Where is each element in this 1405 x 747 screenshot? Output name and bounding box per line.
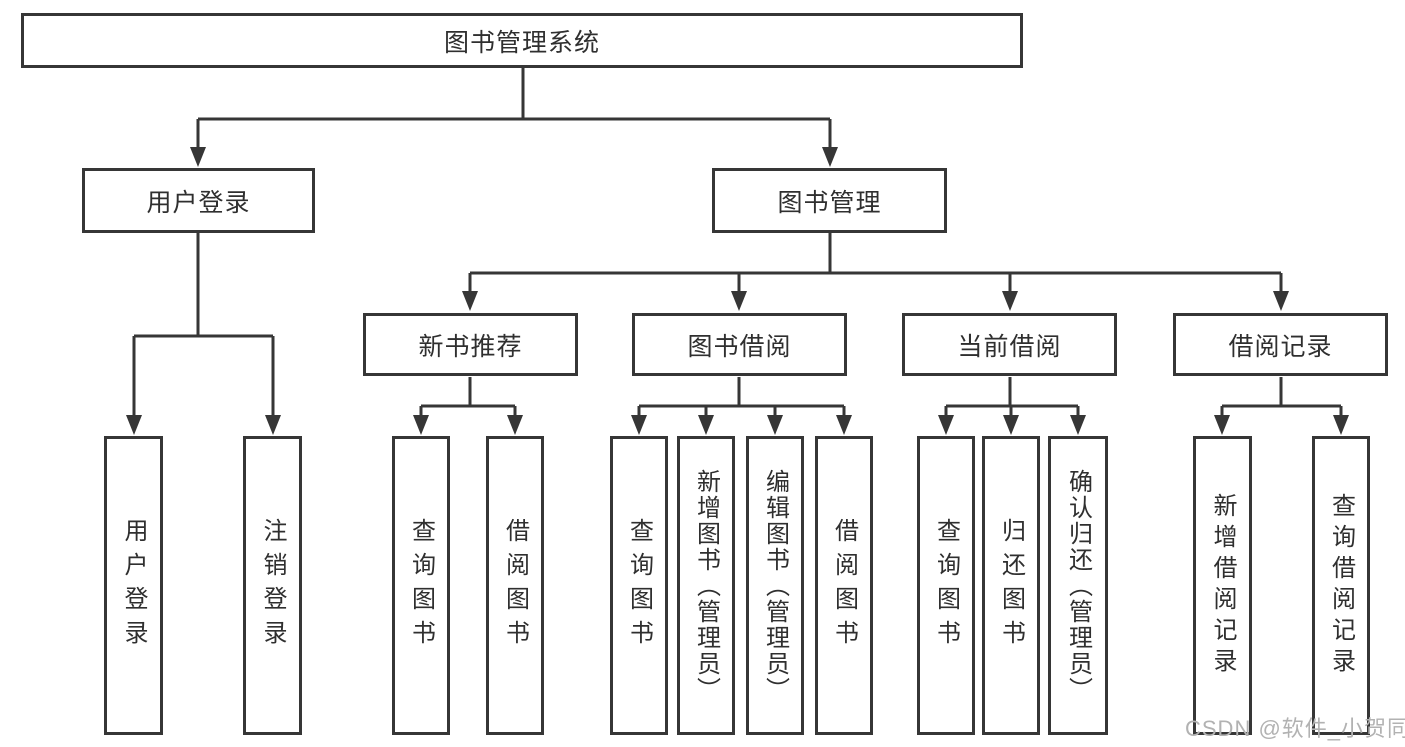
leaf-query-borrow-record: 查询借阅记录 bbox=[1312, 436, 1370, 735]
node-book-management-label: 图书管理 bbox=[777, 188, 882, 217]
node-user-login: 用户登录 bbox=[82, 168, 315, 233]
node-user-login-label: 用户登录 bbox=[146, 188, 251, 217]
leaf-logout-login-label: 注销登录 bbox=[259, 517, 286, 654]
leaf-query-books-current-label: 查询图书 bbox=[932, 517, 960, 654]
leaf-query-books-recommend: 查询图书 bbox=[392, 436, 450, 735]
leaf-user-login-label: 用户登录 bbox=[120, 517, 147, 654]
leaf-query-books-borrow: 查询图书 bbox=[610, 436, 668, 735]
leaf-user-login: 用户登录 bbox=[104, 436, 163, 735]
csdn-watermark: CSDN @软件_小贺同学 bbox=[1185, 716, 1405, 741]
node-book-borrow: 图书借阅 bbox=[632, 313, 847, 376]
leaf-borrow-books-recommend-label: 借阅图书 bbox=[501, 517, 529, 654]
leaf-edit-book-admin: 编辑图书（管理员） bbox=[746, 436, 804, 735]
node-new-book-recommend-label: 新书推荐 bbox=[418, 332, 523, 361]
arrowheads bbox=[126, 147, 1349, 435]
leaf-borrow-books-recommend: 借阅图书 bbox=[486, 436, 544, 735]
leaf-query-books-recommend-label: 查询图书 bbox=[407, 517, 435, 654]
leaf-query-books-borrow-label: 查询图书 bbox=[625, 517, 653, 654]
leaf-add-book-admin: 新增图书（管理员） bbox=[677, 436, 735, 735]
node-current-borrow-label: 当前借阅 bbox=[957, 332, 1062, 361]
leaf-add-borrow-record-label: 新增借阅记录 bbox=[1209, 492, 1236, 679]
node-book-management: 图书管理 bbox=[712, 168, 947, 233]
node-borrow-records: 借阅记录 bbox=[1173, 313, 1388, 376]
leaf-borrow-books-borrow: 借阅图书 bbox=[815, 436, 873, 735]
node-root: 图书管理系统 bbox=[21, 13, 1023, 68]
leaf-add-book-admin-label: 新增图书（管理员） bbox=[692, 468, 720, 703]
leaf-logout-login: 注销登录 bbox=[243, 436, 302, 735]
leaf-return-books: 归还图书 bbox=[982, 436, 1040, 735]
leaf-confirm-return-admin-label: 确认归还（管理员） bbox=[1064, 468, 1092, 703]
leaf-confirm-return-admin: 确认归还（管理员） bbox=[1048, 436, 1108, 735]
leaf-query-books-current: 查询图书 bbox=[917, 436, 975, 735]
node-book-borrow-label: 图书借阅 bbox=[687, 332, 792, 361]
leaf-query-borrow-record-label: 查询借阅记录 bbox=[1327, 492, 1355, 679]
node-new-book-recommend: 新书推荐 bbox=[363, 313, 578, 376]
leaf-return-books-label: 归还图书 bbox=[997, 517, 1025, 654]
leaf-add-borrow-record: 新增借阅记录 bbox=[1193, 436, 1252, 735]
node-current-borrow: 当前借阅 bbox=[902, 313, 1117, 376]
node-root-label: 图书管理系统 bbox=[443, 28, 600, 57]
leaf-borrow-books-borrow-label: 借阅图书 bbox=[830, 517, 858, 654]
leaf-edit-book-admin-label: 编辑图书（管理员） bbox=[761, 468, 789, 703]
node-borrow-records-label: 借阅记录 bbox=[1228, 332, 1333, 361]
